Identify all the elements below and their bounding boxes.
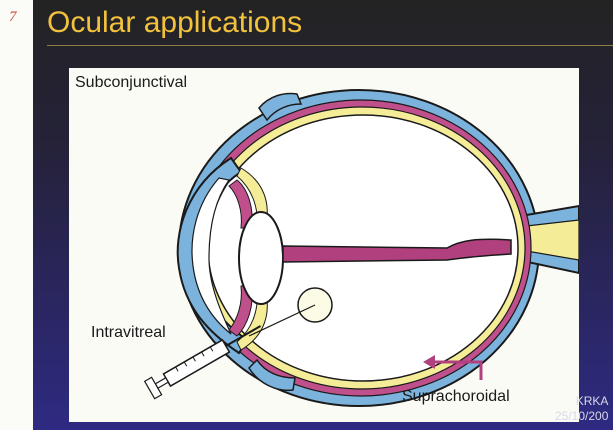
slide-number: 7 [9,9,17,26]
footer-author: KRKA [555,394,608,409]
label-subconjunctival: Subconjunctival [75,74,187,92]
footer-date: 25/10/200 [555,409,608,424]
slide-title: Ocular applications [47,6,302,40]
slide: Ocular applications [33,0,613,430]
eye-illustration [69,68,579,422]
label-intravitreal: Intravitreal [91,324,166,342]
lens [239,212,283,304]
label-suprachoroidal: Suprachoroidal [402,388,510,406]
slide-footer: KRKA 25/10/200 [555,394,608,424]
title-underline [47,45,613,46]
eye-diagram: Subconjunctival Intravitreal Suprachoroi… [69,68,579,422]
